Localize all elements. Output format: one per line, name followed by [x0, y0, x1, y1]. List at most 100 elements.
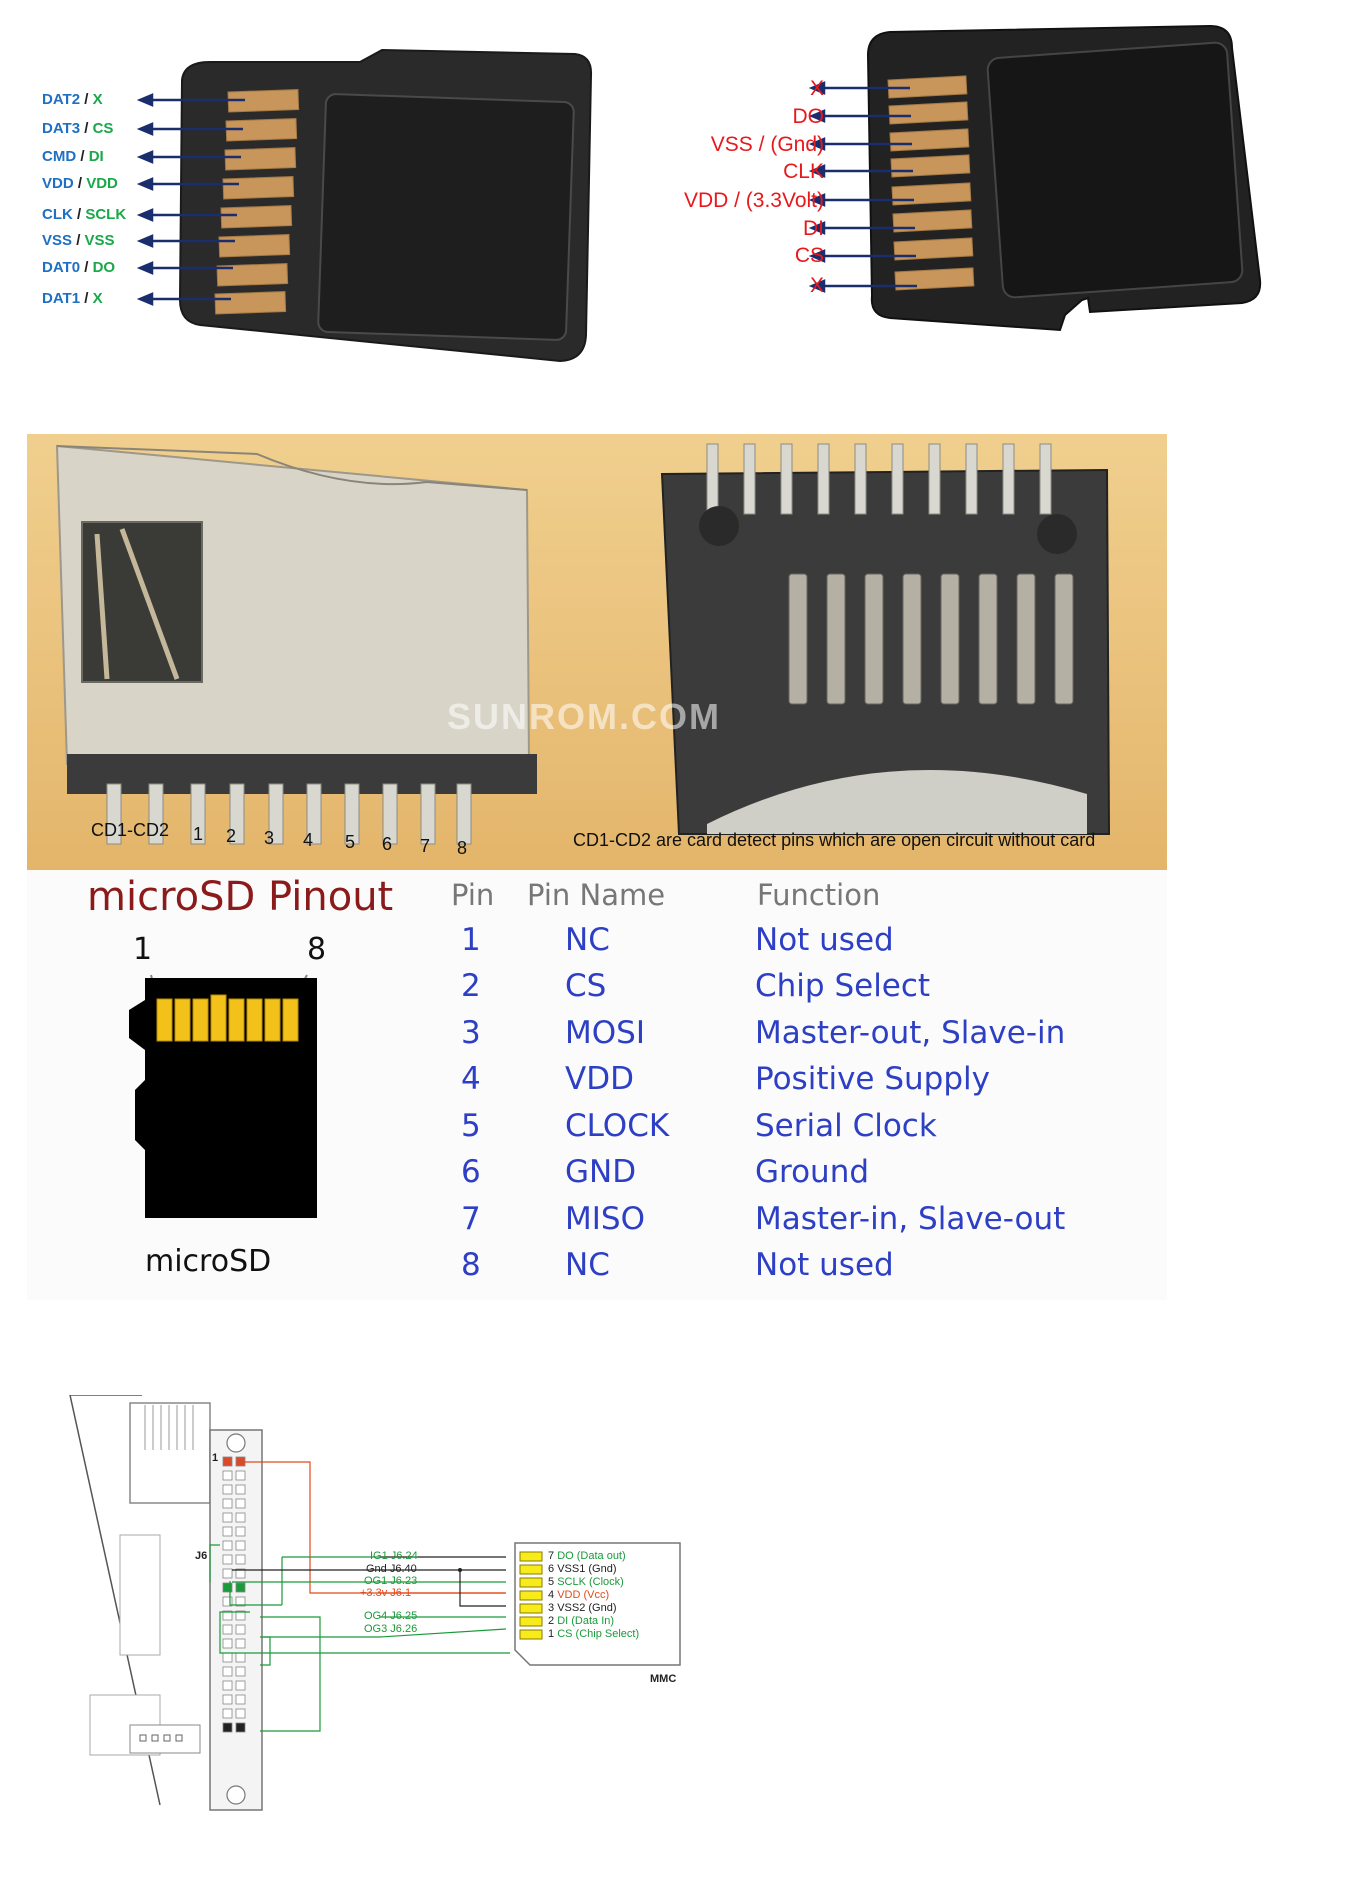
- left-card-illustration: [136, 48, 593, 363]
- header-pin: [222, 1512, 233, 1523]
- left-pin-label: CLK / SCLK: [42, 206, 127, 223]
- right-pin-label: X: [809, 274, 824, 297]
- photo-note: CD1-CD2 are card detect pins which are o…: [573, 830, 1096, 850]
- cell-function: Master-in, Slave-out: [755, 1201, 1066, 1237]
- left-pin-label: DAT2 / X: [42, 91, 103, 108]
- photo-pin-label: 1: [193, 824, 204, 844]
- cell-pin: 2: [461, 968, 481, 1004]
- header-pin: [222, 1498, 233, 1509]
- right-card-illustration: [808, 24, 1262, 332]
- header-pin: [222, 1540, 233, 1551]
- left-pin-label: DAT3 / CS: [42, 120, 114, 137]
- header-pin: [222, 1582, 233, 1593]
- left-card-panel: DAT2 / X DAT3 / CS CMD / DI VDD / VDD CL…: [0, 0, 620, 380]
- cell-pin: 4: [461, 1061, 481, 1097]
- signal-label: IG1 J6.24: [370, 1550, 418, 1562]
- cell-pin: 6: [461, 1154, 481, 1190]
- right-card-panel: X DO VSS / (Gnd) CLK VDD / (3.3Volt) DI …: [620, 0, 1356, 380]
- header-pin: [222, 1470, 233, 1481]
- cell-function: Ground: [755, 1154, 870, 1190]
- header-pin: [222, 1596, 233, 1607]
- cell-pin: 1: [461, 922, 481, 958]
- right-pin-label: CLK: [783, 160, 824, 183]
- photo-pin-label: 5: [345, 832, 356, 852]
- header-pin: [222, 1484, 233, 1495]
- header-pin: [235, 1638, 246, 1649]
- mmc-pin: 4 VDD (Vcc): [548, 1589, 610, 1601]
- header-function: Function: [757, 878, 881, 912]
- left-pin-label: CMD / DI: [42, 148, 104, 165]
- cell-function: Not used: [755, 1247, 894, 1283]
- header-pin: [222, 1526, 233, 1537]
- left-pin-label: DAT0 / DO: [42, 259, 116, 276]
- socket-illustration: [55, 443, 1111, 845]
- right-pin-label: DO: [792, 105, 825, 128]
- watermark: SUNROM.COM: [447, 696, 721, 737]
- cell-name: CS: [565, 968, 607, 1004]
- microsd-caption: microSD: [145, 1244, 272, 1279]
- header-pin: [235, 1568, 246, 1579]
- header-pin: [235, 1680, 246, 1691]
- header-pin: [222, 1680, 233, 1691]
- header-pin: [235, 1722, 246, 1733]
- cell-pin: 8: [461, 1247, 481, 1283]
- right-pin-label: DI: [803, 217, 824, 240]
- header-pin: [222, 1666, 233, 1677]
- schematic-panel: J6 1 IG1 J6.24 Gnd J6.40 OG1 J6.23 +3.3v…: [60, 1395, 700, 1815]
- header-pin: [235, 1582, 246, 1593]
- cell-name: NC: [565, 1247, 610, 1283]
- header-pin: [235, 1540, 246, 1551]
- header-pin: [235, 1498, 246, 1509]
- photo-pin-label: 8: [457, 838, 468, 858]
- signal-label: OG4 J6.25: [364, 1610, 418, 1622]
- cell-name: MOSI: [565, 1015, 645, 1051]
- header-pin: [235, 1512, 246, 1523]
- signal-label: Gnd J6.40: [366, 1563, 417, 1575]
- right-pin-label: VSS / (Gnd): [710, 133, 824, 156]
- right-pin-label: X: [809, 77, 824, 100]
- header-pin: [235, 1554, 246, 1565]
- card-pin-first: 1: [133, 932, 153, 967]
- header-pin: [235, 1484, 246, 1495]
- socket-photo: SUNROM.COM CD1-CD2 1 2 3 4 5 6 7 8 CD1-C…: [27, 434, 1167, 870]
- cell-function: Serial Clock: [755, 1108, 937, 1144]
- photo-pin-label: 3: [264, 828, 275, 848]
- signal-label: OG1 J6.23: [364, 1575, 418, 1587]
- signal-label: OG3 J6.26: [364, 1623, 418, 1635]
- left-pin-label: VDD / VDD: [42, 175, 118, 192]
- cell-function: Chip Select: [755, 968, 931, 1004]
- cell-function: Positive Supply: [755, 1061, 990, 1097]
- photo-pin-label: 2: [226, 826, 237, 846]
- mmc-pin: 5 SCLK (Clock): [548, 1576, 624, 1588]
- mmc-pin: 3 VSS2 (Gnd): [548, 1602, 617, 1614]
- mmc-pin: 7 DO (Data out): [548, 1550, 626, 1562]
- header-pin: [222, 1456, 233, 1467]
- header-pin: [222, 1638, 233, 1649]
- header-pin-name: Pin Name: [527, 878, 666, 912]
- cell-name: VDD: [565, 1061, 634, 1097]
- right-pin-label: CS: [794, 244, 824, 267]
- schematic-drawing: [69, 1395, 681, 1811]
- header-name: J6: [195, 1550, 208, 1562]
- cell-function: Master-out, Slave-in: [755, 1015, 1066, 1051]
- microsd-card-icon: [129, 974, 317, 1218]
- pinout-panel: microSD Pinout 1 8 microSD Pin Pin Name …: [27, 870, 1167, 1300]
- pinout-title: microSD Pinout: [87, 874, 394, 920]
- mmc-pin: 2 DI (Data In): [548, 1615, 615, 1627]
- photo-pin-label: 6: [382, 834, 393, 854]
- photo-pin-label: 7: [420, 836, 431, 856]
- cell-name: CLOCK: [565, 1108, 670, 1144]
- cell-name: MISO: [565, 1201, 645, 1237]
- header-pin: [235, 1610, 246, 1621]
- header-pin: [222, 1554, 233, 1565]
- header-pin: [235, 1708, 246, 1719]
- header-pin: [222, 1722, 233, 1733]
- signal-label: +3.3v J6.1: [360, 1587, 412, 1599]
- header-pin: [222, 1624, 233, 1635]
- photo-pin-label: 4: [303, 830, 314, 850]
- header-pin: [222, 1708, 233, 1719]
- header-pin: [235, 1694, 246, 1705]
- header-pin: [235, 1470, 246, 1481]
- cell-function: Not used: [755, 922, 894, 958]
- header-pin: [235, 1526, 246, 1537]
